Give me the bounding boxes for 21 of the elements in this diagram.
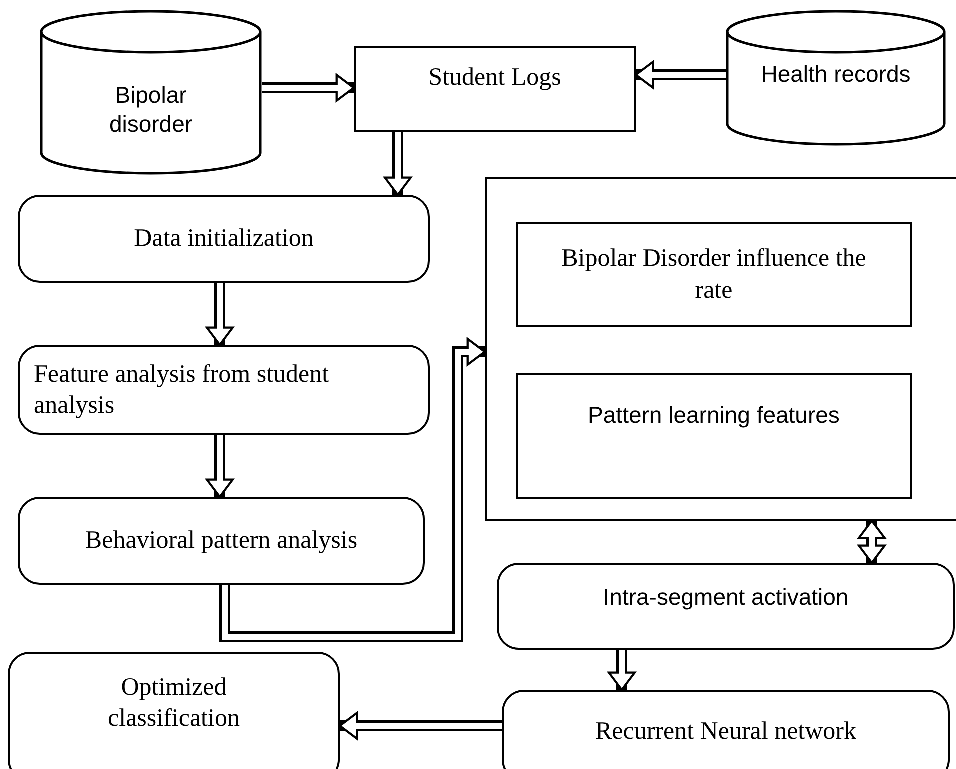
node-label: Optimized classification (107, 673, 241, 734)
process-box (18, 345, 430, 435)
process-box (516, 222, 912, 327)
node-label: Data initialization (134, 224, 314, 254)
node-label: Pattern learning features (588, 401, 840, 430)
process-box (18, 497, 425, 585)
process-box (354, 46, 636, 132)
process-box (516, 373, 912, 499)
node-label: Student Logs (428, 63, 562, 93)
node-label: Recurrent Neural network (596, 717, 856, 747)
process-box (502, 690, 950, 769)
process-box (18, 195, 430, 283)
node-label: Feature analysis from student analysis (34, 360, 330, 421)
node-label: Intra-segment activation (603, 583, 849, 612)
group-frame (485, 177, 956, 521)
process-box (497, 563, 955, 650)
node-label: Health records (761, 60, 911, 89)
process-box (8, 652, 340, 769)
node-label: Bipolar Disorder influence the rate (560, 244, 868, 306)
node-label: Bipolar disorder (108, 80, 194, 138)
node-label: Behavioral pattern analysis (85, 526, 358, 556)
